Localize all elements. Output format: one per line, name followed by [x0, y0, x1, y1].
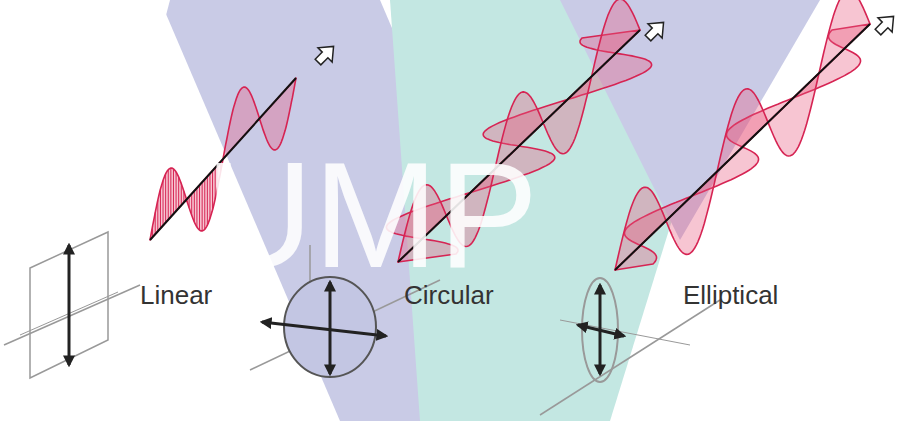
type-label: Circular: [404, 282, 494, 308]
axis-line: [4, 285, 140, 345]
field-vector: [329, 282, 332, 374]
direction-arrow: [871, 9, 901, 39]
field-hatch: [160, 189, 161, 228]
field-vector: [578, 325, 624, 336]
field-hatch: [202, 182, 203, 231]
field-vector: [68, 245, 71, 365]
type-label: Elliptical: [683, 282, 778, 308]
field-hatch: [157, 200, 158, 231]
direction-arrow: [641, 15, 671, 45]
field-wave: [615, 0, 870, 270]
logo-ground: [0, 0, 170, 421]
field-hatch: [155, 213, 156, 235]
field-hatch: [173, 169, 174, 214]
field-hatch: [194, 191, 195, 222]
linear-icon: [4, 232, 140, 378]
axis-line: [560, 320, 690, 345]
field-hatch: [168, 170, 169, 220]
field-hatch: [196, 188, 197, 227]
field-wave: [615, 24, 870, 270]
field-hatch: [170, 168, 171, 217]
watermark-text: UMP: [205, 140, 538, 290]
propagation-axis: [615, 24, 870, 270]
field-hatch: [165, 174, 166, 223]
field-hatch: [199, 185, 200, 230]
propagation-arrows: [311, 9, 901, 69]
field-hatch: [181, 184, 182, 206]
field-hatch: [176, 172, 177, 211]
field-hatch: [163, 180, 164, 225]
field-hatch: [178, 177, 179, 208]
field-hatch: [191, 194, 192, 216]
direction-arrow: [311, 39, 341, 69]
axis-line: [540, 300, 720, 415]
type-label: Linear: [140, 282, 212, 308]
field-vector: [262, 322, 386, 336]
